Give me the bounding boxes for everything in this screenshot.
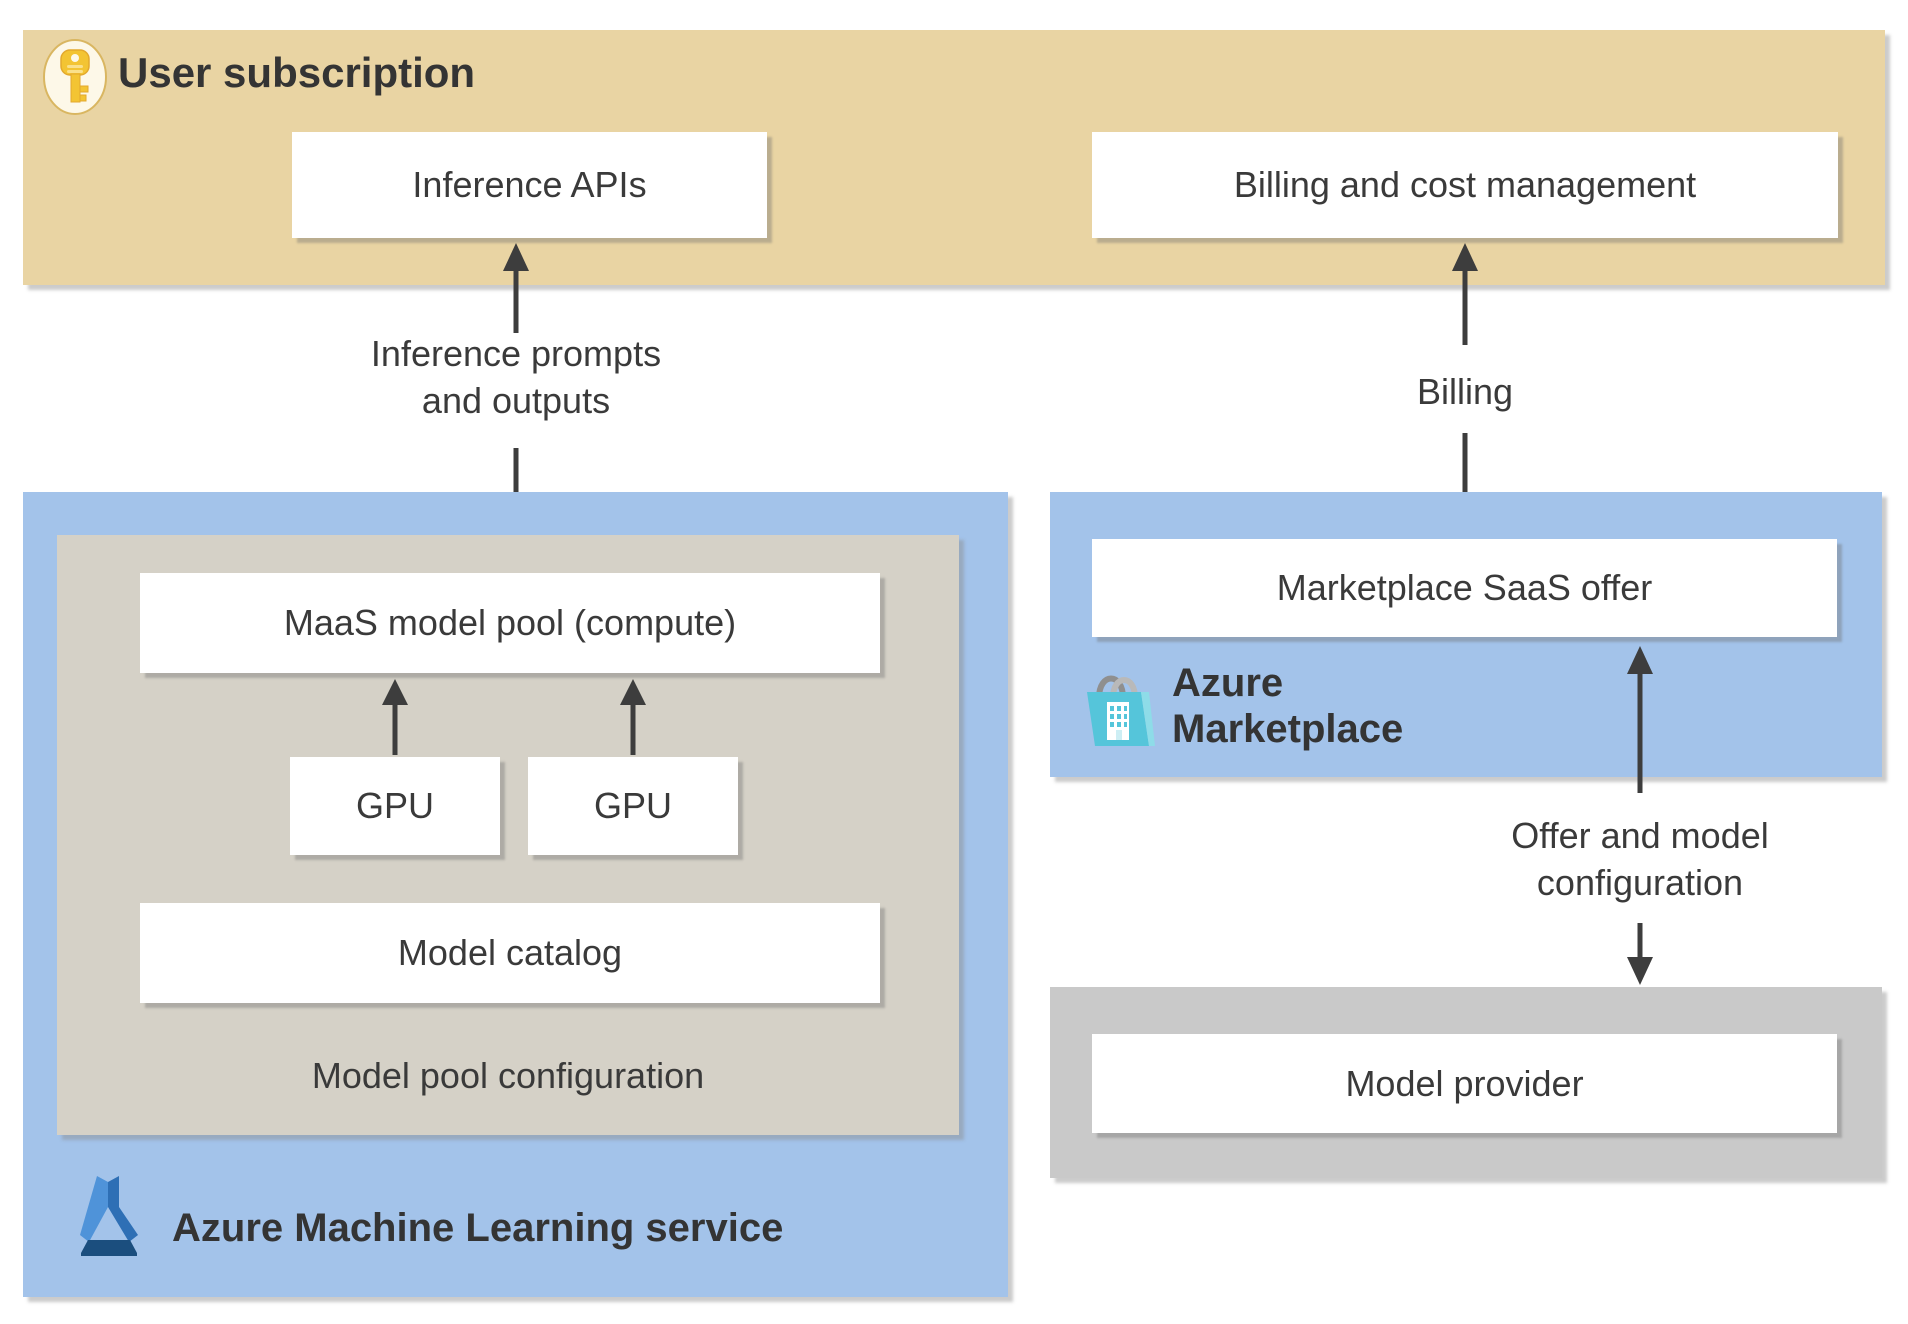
maas-model-pool-box: MaaS model pool (compute) [140,573,880,673]
offer-down-arrow [1627,923,1653,985]
inference-prompts-label: Inference prompts and outputs [276,330,756,424]
gpu-left-up-arrow [382,679,408,755]
gpu-right-box: GPU [528,757,738,855]
azure-ml-flask-icon [80,1176,138,1256]
offer-up-arrow [1627,646,1653,793]
inference-apis-box: Inference APIs [292,132,767,238]
billing-cost-management-box: Billing and cost management [1092,132,1838,238]
marketplace-title-line1: Azure [1172,661,1284,705]
offer-configuration-line2: configuration [1536,862,1744,903]
gpu-left-box: GPU [290,757,500,855]
inference-prompts-line1: Inference prompts [370,333,662,374]
marketplace-saas-offer-box: Marketplace SaaS offer [1092,539,1837,637]
user-subscription-title: User subscription [118,49,476,96]
offer-configuration-label: Offer and model configuration [1420,812,1860,906]
model-pool-configuration-label: Model pool configuration [311,1055,705,1096]
billing-flow-label: Billing [1416,371,1514,412]
inference-up-arrow [503,243,529,333]
inference-prompts-line2: and outputs [421,380,611,421]
marketplace-title-line2: Marketplace [1172,707,1404,751]
key-icon [43,39,107,115]
marketplace-section-title: Azure Marketplace [1172,660,1403,752]
model-provider-box: Model provider [1092,1034,1837,1133]
billing-up-arrow [1452,243,1478,345]
offer-configuration-line1: Offer and model [1511,815,1769,856]
shopping-bag-icon [1087,675,1155,746]
gpu-right-up-arrow [620,679,646,755]
aml-section-title: Azure Machine Learning service [172,1206,784,1250]
model-catalog-box: Model catalog [140,903,880,1003]
